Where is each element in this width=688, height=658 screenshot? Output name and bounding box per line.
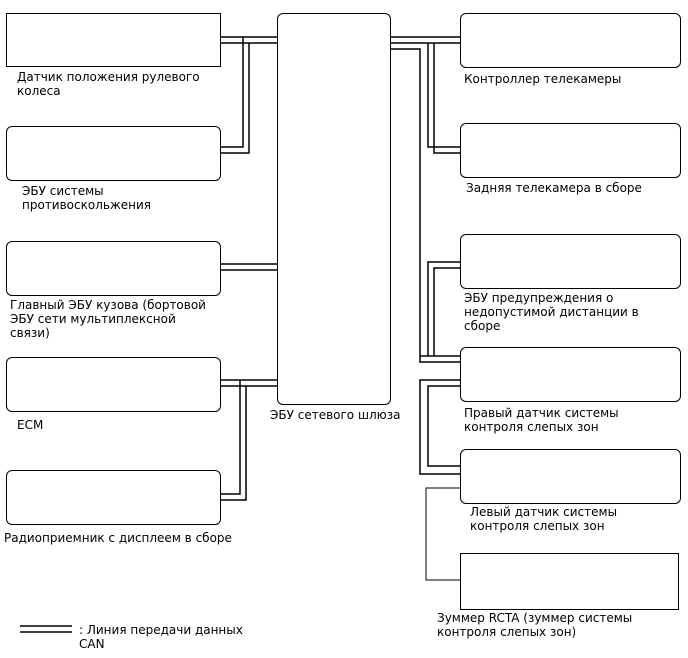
camera-controller-box: [460, 13, 681, 68]
can-line-skid-control: [221, 37, 244, 148]
gateway-ecu-box: [277, 13, 391, 405]
rcta-buzzer-box: [460, 553, 679, 610]
bsm-left-label: Левый датчик системы контроля слепых зон: [470, 505, 618, 533]
bsm-left-box: [460, 449, 681, 504]
camera-controller-label: Контроллер телекамеры: [464, 72, 622, 86]
skid-control-ecu-box: [6, 126, 221, 181]
radio-receiver-box: [6, 470, 221, 525]
bsm-right-box: [460, 347, 681, 402]
can-line-radio: [221, 380, 241, 495]
skid-control-ecu-label: ЭБУ системы противоскольжения: [22, 184, 151, 212]
main-body-ecu-box: [6, 241, 221, 296]
main-body-ecu-label: Главный ЭБУ кузова (бортовой ЭБУ сети му…: [10, 298, 206, 340]
rear-camera-box: [460, 123, 681, 178]
can-line-bsm-left: [419, 379, 460, 475]
ecm-label: ECM: [17, 418, 44, 432]
rcta-buzzer-label: Зуммер RCTA (зуммер системы контроля сле…: [437, 611, 633, 639]
bsm-right-label: Правый датчик системы контроля слепых зо…: [464, 406, 619, 434]
steering-sensor-box: [6, 13, 221, 67]
distance-warning-ecu-label: ЭБУ предупреждения о недопустимой дистан…: [464, 291, 639, 333]
rear-camera-label: Задняя телекамера в сборе: [466, 181, 642, 195]
radio-receiver-label: Радиоприемник с дисплеем в сборе: [4, 531, 232, 545]
steering-sensor-label: Датчик положения рулевого колеса: [17, 70, 200, 98]
can-legend-symbol: [20, 625, 72, 633]
distance-warning-ecu-box: [460, 234, 681, 289]
buzzer-line: [425, 487, 460, 581]
can-line-bsm-right: [390, 48, 460, 363]
can-line-distance-warning: [427, 261, 460, 356]
can-legend-label: : Линия передачи данных CAN: [79, 623, 243, 651]
ecm-box: [6, 357, 221, 412]
gateway-ecu-label: ЭБУ сетевого шлюза: [270, 408, 401, 422]
can-line-rear-camera: [427, 43, 460, 148]
